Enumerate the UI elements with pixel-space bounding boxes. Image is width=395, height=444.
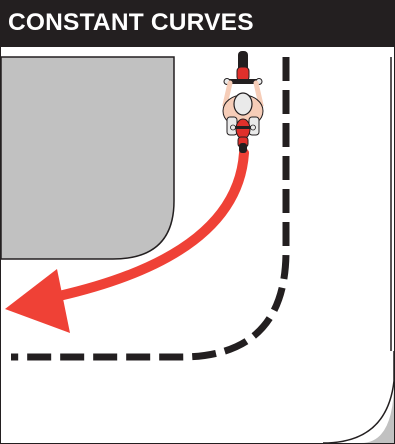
path-arrow-head (5, 269, 70, 333)
title-bar: CONSTANT CURVES (1, 1, 394, 47)
outer-road-edge (323, 351, 394, 443)
outer-grass-corner (361, 381, 394, 443)
inner-grass-block (1, 57, 174, 259)
motorcycle-icon (223, 51, 263, 153)
diagram-title: CONSTANT CURVES (8, 9, 254, 37)
road-scene (1, 47, 394, 443)
